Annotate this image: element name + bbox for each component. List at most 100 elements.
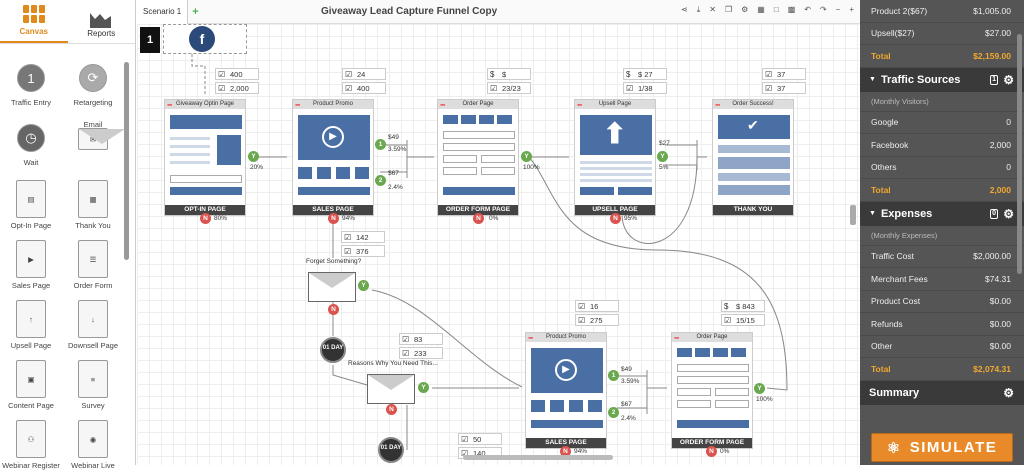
funnel-canvas[interactable]: Scenario 1 + Giveaway Lead Capture Funne…	[137, 0, 860, 465]
email1-no-badge: N	[328, 304, 339, 315]
fit-icon[interactable]: □	[773, 5, 779, 14]
palette-item-webinar-register[interactable]: ⚇Webinar Register	[0, 420, 62, 474]
optin-no-pct: 80%	[214, 215, 228, 222]
summary-header[interactable]: Summary ⚙	[860, 380, 1024, 405]
panel-scrollbar[interactable]	[1017, 34, 1022, 274]
play-icon: ▶	[555, 359, 577, 381]
palette-item-upsell-page[interactable]: ↑Upsell Page	[0, 300, 62, 354]
grid-toggle-icon[interactable]: ▩	[787, 5, 796, 14]
sales2-no-badge: N	[560, 446, 571, 457]
palette-item-survey[interactable]: ≡Survey	[62, 360, 124, 414]
gear-icon[interactable]: ⚙	[1003, 206, 1014, 221]
scenario-number: 1	[140, 27, 160, 53]
thankyou-page-node[interactable]: Order Success! ✔ THANK YOU	[712, 99, 794, 216]
panel-collapse-handle[interactable]	[850, 205, 856, 225]
traffic-sources-header[interactable]: ▼ Traffic Sources 1 ⚙	[860, 67, 1024, 92]
expense-row-label: Refunds	[871, 318, 903, 329]
redo-icon[interactable]: ↷	[819, 5, 827, 14]
palette-item-content-page[interactable]: ▣Content Page	[0, 360, 62, 414]
simulate-button[interactable]: ⚛ SIMULATE	[871, 433, 1013, 462]
funnel-connectors	[191, 54, 788, 450]
sales-page-footer: SALES PAGE	[293, 205, 373, 215]
add-scenario-button[interactable]: +	[192, 5, 199, 18]
email1-stat-1: 142	[341, 231, 385, 243]
expense-row-value: $2,000.00	[973, 251, 1011, 262]
palette-item-label: Thank You	[75, 221, 111, 230]
order2-stat-1: $ 843	[721, 300, 765, 312]
tab-scenario-1[interactable]: Scenario 1	[137, 0, 189, 24]
email2-stat-2: 233	[399, 347, 443, 359]
zoom-in-icon[interactable]: +	[849, 5, 854, 14]
sales-page-icon: ▶	[16, 240, 46, 278]
palette-item-order-form[interactable]: ☰Order Form	[62, 240, 124, 294]
palette-item-opt-in-page[interactable]: ▤Opt-In Page	[0, 180, 62, 234]
upsell-stat-1: $ 27	[623, 68, 667, 80]
arrow-up-icon: ⬆	[603, 118, 627, 149]
tab-canvas[interactable]: Canvas	[0, 0, 68, 43]
palette-item-downsell-page[interactable]: ↓Downsell Page	[62, 300, 124, 354]
palette-item-webinar-live[interactable]: ◉Webinar Live	[62, 420, 124, 474]
gear-icon[interactable]: ⚙	[1003, 385, 1014, 400]
optin-stat-1: 400	[215, 68, 259, 80]
sales-page-node[interactable]: Product Promo ▶ SALES PAGE	[292, 99, 374, 216]
palette-scrollbar[interactable]	[124, 62, 129, 260]
expense-row: Product Cost$0.00	[860, 291, 1024, 313]
thank-you-icon: ▦	[78, 180, 108, 218]
sales-price1-badge: 1	[375, 139, 386, 150]
atom-icon: ⚛	[886, 439, 902, 457]
order-page-thumbnail	[438, 109, 518, 205]
canvas-horizontal-scrollbar[interactable]	[463, 455, 613, 460]
palette-item-email[interactable]: ✉Email	[62, 120, 125, 174]
calculator-icon[interactable]: ▦	[757, 5, 765, 14]
email2-node[interactable]	[367, 374, 415, 404]
sales2-no-pct: 94%	[574, 448, 588, 455]
palette-item-sales-page[interactable]: ▶ Sales Page	[0, 240, 62, 294]
undo-icon[interactable]: ↶	[804, 5, 811, 14]
sales2-page-node[interactable]: Product Promo ▶ SALES PAGE	[525, 332, 607, 449]
expenses-header[interactable]: ▼ Expenses 0 ⚙	[860, 201, 1024, 226]
settings-icon[interactable]: ⚙	[741, 5, 749, 14]
summary-title: Summary	[869, 386, 920, 399]
order-no-pct: 0%	[489, 215, 499, 222]
tab-reports[interactable]: Reports	[68, 0, 136, 43]
facebook-icon[interactable]: f	[189, 26, 215, 52]
palette-item-thank-you[interactable]: ▦ Thank You	[62, 180, 124, 234]
stats-panel: Product 2($67)$1,005.00 Upsell($27)$27.0…	[860, 0, 1024, 465]
checkmark-icon: ✔	[747, 117, 759, 133]
sales-price-2: $67	[388, 170, 399, 177]
order-page-node[interactable]: Order Page ORDER FORM PAGE	[437, 99, 519, 216]
revenue-total-value: $2,159.00	[973, 50, 1011, 61]
order2-page-node[interactable]: Order Page ORDER FORM PAGE	[671, 332, 753, 449]
revenue-row: Product 2($67)$1,005.00	[860, 0, 1024, 23]
optin-page-node[interactable]: Giveaway Optin Page OPT-IN PAGE	[164, 99, 246, 216]
webinar-live-icon: ◉	[78, 420, 108, 458]
order-yes-badge: Y	[521, 151, 532, 162]
gear-icon[interactable]: ⚙	[1003, 72, 1014, 87]
zoom-out-icon[interactable]: −	[835, 5, 841, 14]
order-no-badge: N	[473, 213, 484, 224]
palette-item-wait[interactable]: ◷Wait	[0, 120, 62, 174]
upsell-page-node[interactable]: Upsell Page ⬆ UPSELL PAGE	[574, 99, 656, 216]
palette-item-label: Sales Page	[11, 281, 51, 290]
close-icon[interactable]: ✕	[709, 5, 716, 14]
wait2-node[interactable]: 01 DAY	[378, 437, 404, 463]
sales-page-thumbnail: ▶	[293, 109, 373, 205]
upsell-price: $27	[659, 140, 670, 147]
copy-icon[interactable]: ❐	[724, 5, 733, 14]
upsell-page-icon: ↑	[16, 300, 46, 338]
wait1-node[interactable]: 01 DAY	[320, 337, 346, 363]
optin-page-title: Giveaway Optin Page	[165, 100, 245, 109]
sales-pct-1: 3.59%	[388, 146, 407, 153]
palette-item-retargeting[interactable]: ⟳Retargeting	[62, 60, 124, 114]
upsell-pct: 5%	[659, 164, 669, 171]
download-icon[interactable]: ⤓	[696, 5, 701, 14]
share-icon[interactable]: ⋖	[680, 5, 688, 14]
revenue-row-value: $1,005.00	[973, 5, 1011, 16]
email1-node[interactable]	[308, 272, 356, 302]
sales-price2-badge: 2	[375, 175, 386, 186]
sales-price-1: $49	[388, 134, 399, 141]
email1-yes-badge: Y	[358, 280, 369, 291]
